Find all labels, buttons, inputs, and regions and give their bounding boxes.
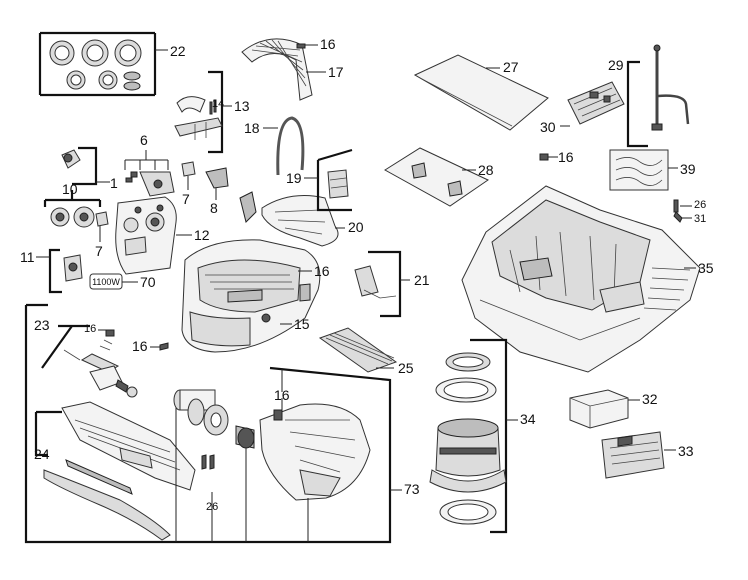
callout-29: 29: [608, 57, 624, 73]
callout-30: 30: [540, 119, 556, 135]
part-22-seal-rings: [38, 31, 168, 97]
part-29-rod-assembly: [626, 44, 690, 148]
part-73-base-housing: [259, 368, 371, 542]
part-30-circuit-board: [560, 81, 625, 127]
part-25-filter: [318, 327, 398, 373]
part-15-main-cover: [181, 239, 321, 353]
callout-18: 18: [244, 120, 260, 136]
callout-1: 1: [110, 175, 118, 191]
callout-20: 20: [348, 219, 364, 235]
part-70-rating-label: 1100W: [89, 273, 138, 290]
callout-26-right: 26: [694, 199, 706, 211]
part-16-screw-right: [539, 153, 558, 161]
part-spool-assembly: [173, 389, 255, 542]
part-1-knob-assembly: [61, 146, 110, 186]
part-24-brush-strip: [43, 459, 171, 541]
callout-6: 6: [140, 132, 148, 148]
part-17-top-handle: [241, 38, 326, 101]
part-21-side-latch: [354, 250, 410, 318]
callout-25: 25: [398, 360, 414, 376]
callout-28: 28: [478, 162, 494, 178]
part-13-latch-assembly: [174, 70, 232, 154]
callout-33: 33: [678, 443, 694, 459]
callout-19: 19: [286, 170, 302, 186]
part-26-31-screws: [673, 199, 692, 223]
callout-11: 11: [20, 249, 35, 265]
part-20-tray: [261, 195, 345, 247]
part-7-knob: [95, 211, 109, 242]
callout-26-lower: 26: [206, 501, 218, 513]
callout-70: 70: [140, 274, 156, 290]
callout-23: 23: [34, 317, 50, 333]
callout-12: 12: [194, 227, 210, 243]
part-7-knob-upper: [181, 161, 196, 190]
part-11-socket: [36, 248, 83, 294]
part-33-vent-cover: [601, 431, 676, 479]
part-16-screw-lower: [150, 342, 169, 351]
callout-17: 17: [328, 64, 344, 80]
part-27-lid-plate: [413, 54, 549, 131]
callout-73: 73: [404, 481, 420, 497]
callout-14: 14: [212, 98, 224, 110]
callout-16-right: 16: [558, 149, 574, 165]
part-20-bracket: [239, 191, 257, 223]
frame-bracket-23-24-73: [24, 303, 392, 544]
callout-22: 22: [170, 43, 186, 59]
callout-7-lower: 7: [95, 243, 103, 259]
part-28-seal-set: [384, 147, 490, 207]
part-12-control-panel: [115, 196, 192, 275]
part-16-screw: [296, 43, 318, 49]
callout-16-cover: 16: [314, 263, 330, 279]
callout-31: 31: [694, 213, 706, 225]
callout-21: 21: [414, 272, 430, 288]
callout-34: 34: [520, 411, 536, 427]
part-6-switch-assembly: [124, 150, 175, 197]
callout-39: 39: [680, 161, 696, 177]
callout-10: 10: [62, 181, 78, 197]
part-19-hinge-assembly: [304, 148, 353, 212]
part-39-foam-sheet: [609, 149, 678, 191]
callout-32: 32: [642, 391, 658, 407]
callout-16-top: 16: [320, 36, 336, 52]
callout-35: 35: [698, 260, 714, 276]
callout-labels: 1 6 7 7 8 10 11 12 13 14 15 16 16 16 16 …: [20, 36, 714, 513]
part-24-nozzle-arm: [34, 401, 196, 491]
part-10-knob-set: [43, 190, 102, 228]
part-34-motor-assembly: [429, 338, 518, 534]
callout-16-frame: 16: [84, 323, 96, 335]
callout-27: 27: [503, 59, 519, 75]
rating-badge-text: 1100W: [92, 277, 120, 287]
part-8-connector: [205, 167, 229, 200]
part-23-ejector-assembly: [41, 324, 138, 398]
callout-24: 24: [34, 446, 50, 462]
part-18-wire-clip: [263, 116, 305, 176]
part-35-base-chassis: [461, 185, 701, 373]
callout-16-housing: 16: [274, 387, 290, 403]
callout-13: 13: [234, 98, 250, 114]
callout-8: 8: [210, 200, 218, 216]
part-32-block: [569, 389, 640, 429]
callout-7-upper: 7: [182, 191, 190, 207]
callout-15: 15: [294, 316, 310, 332]
callout-16-left: 16: [132, 338, 148, 354]
